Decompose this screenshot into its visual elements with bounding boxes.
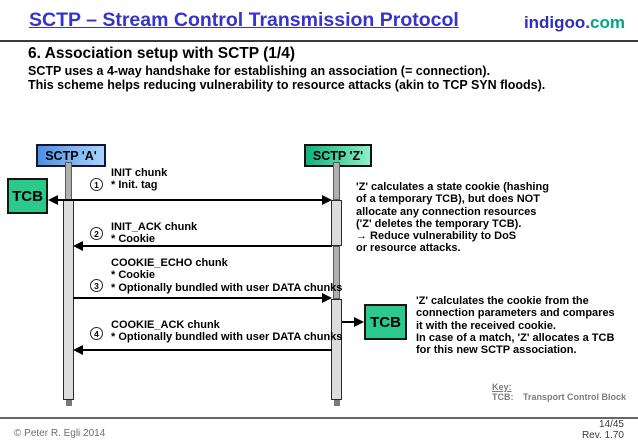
message-label-init: INIT chunk * Init. tag (111, 167, 168, 192)
key-definition: Transport Control Block (523, 392, 627, 402)
arrowhead-cookie-ack-icon (73, 345, 83, 355)
arrowhead-to-tcb-z-icon (354, 317, 364, 327)
lifeline-z (333, 162, 340, 200)
activation-bar-a (63, 200, 74, 400)
arrow-to-tcb-z-line (342, 321, 355, 323)
key-entry: TCB: Transport Control Block (492, 392, 626, 402)
message-label-init-ack: INIT_ACK chunk * Cookie (111, 221, 198, 246)
section-heading: 6. Association setup with SCTP (1/4) (28, 45, 295, 62)
tcb-box-a: TCB (7, 178, 48, 214)
arrowhead-init-ack-icon (73, 241, 83, 251)
arrowhead-init-icon (322, 195, 332, 205)
logo: indigoo.com (524, 13, 625, 33)
logo-tld: com (590, 13, 625, 32)
intro-line-2: This scheme helps reducing vulnerability… (28, 78, 546, 92)
key-heading: Key: (492, 382, 512, 392)
arrow-cookie-echo-line (73, 297, 322, 299)
step-circle-4: 4 (90, 327, 103, 340)
arrowhead-cookie-echo-icon (322, 293, 332, 303)
key-term: TCB: (492, 392, 514, 402)
step-circle-2: 2 (90, 227, 103, 240)
note-cookie-match: 'Z' calculates the cookie from the conne… (416, 295, 615, 357)
step-circle-3: 3 (90, 279, 103, 292)
page-title: SCTP – Stream Control Transmission Proto… (29, 9, 459, 31)
arrow-cookie-ack-line (81, 349, 332, 351)
tcb-box-z: TCB (364, 304, 407, 340)
page-number: 14/45 (598, 419, 624, 430)
arrowhead-to-tcb-a-icon (48, 195, 58, 205)
activation-bar-z-2 (331, 299, 342, 400)
activation-bar-z-1 (331, 200, 342, 246)
revision-number: Rev. 1.70 (581, 430, 624, 441)
arrow-init-ack-line (81, 245, 332, 247)
intro-line-1: SCTP uses a 4-way handshake for establis… (28, 64, 491, 78)
lifeline-a-end (66, 400, 72, 406)
arrow-init-line (52, 199, 324, 201)
note-state-cookie: 'Z' calculates a state cookie (hashing o… (356, 181, 549, 255)
footer-divider (0, 417, 638, 419)
endpoint-box-z: SCTP 'Z' (304, 144, 372, 167)
message-label-cookie-ack: COOKIE_ACK chunk * Optionally bundled wi… (111, 319, 343, 344)
lifeline-a (65, 162, 72, 200)
copyright-text: © Peter R. Egli 2014 (14, 428, 106, 439)
logo-name: indigoo. (523, 13, 591, 32)
message-label-cookie-echo: COOKIE_ECHO chunk * Cookie * Optionally … (111, 257, 343, 294)
page-info: 14/45 Rev. 1.70 (582, 419, 624, 441)
header-divider (0, 40, 638, 42)
lifeline-z-segment (333, 246, 340, 299)
step-circle-1: 1 (90, 178, 103, 191)
lifeline-z-end (334, 400, 340, 406)
